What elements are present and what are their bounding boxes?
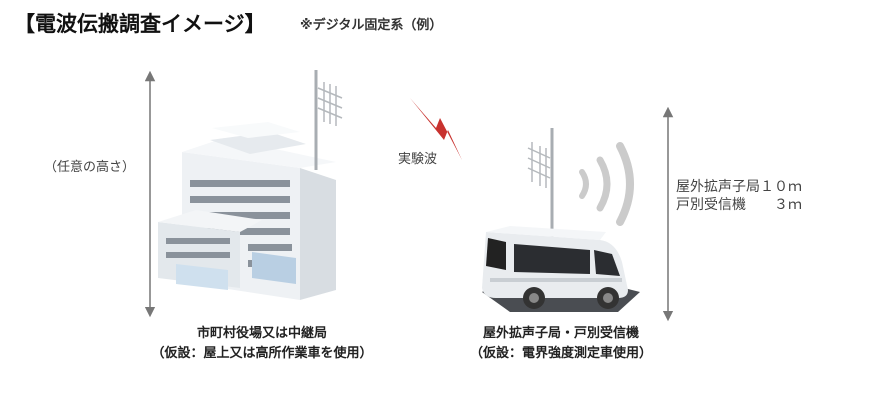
building-illustration bbox=[158, 70, 343, 300]
radio-waves-icon bbox=[579, 142, 634, 226]
left-caption-line2: （仮設：屋上又は高所作業車を使用） bbox=[151, 346, 373, 361]
height-note-line1: 屋外拡声子局１０ｍ bbox=[676, 179, 802, 195]
left-caption: 市町村役場又は中継局 （仮設：屋上又は高所作業車を使用） bbox=[92, 324, 432, 364]
page-subtitle: ※デジタル固定系（例） bbox=[300, 18, 443, 33]
measurement-van-illustration bbox=[482, 128, 640, 312]
signal-bolt-icon bbox=[410, 98, 462, 160]
signal-label: 実験波 bbox=[398, 152, 438, 167]
left-caption-line1: 市町村役場又は中継局 bbox=[196, 326, 327, 341]
height-label: （任意の高さ） bbox=[44, 160, 136, 175]
height-note-line2: 戸別受信機 ３ｍ bbox=[676, 197, 802, 213]
right-caption-line1: 屋外拡声子局・戸別受信機 bbox=[482, 326, 639, 341]
right-caption: 屋外拡声子局・戸別受信機 （仮設：電界強度測定車使用） bbox=[446, 324, 676, 364]
right-caption-line2: （仮設：電界強度測定車使用） bbox=[469, 346, 652, 361]
page-title: 【電波伝搬調査イメージ】 bbox=[14, 12, 266, 36]
